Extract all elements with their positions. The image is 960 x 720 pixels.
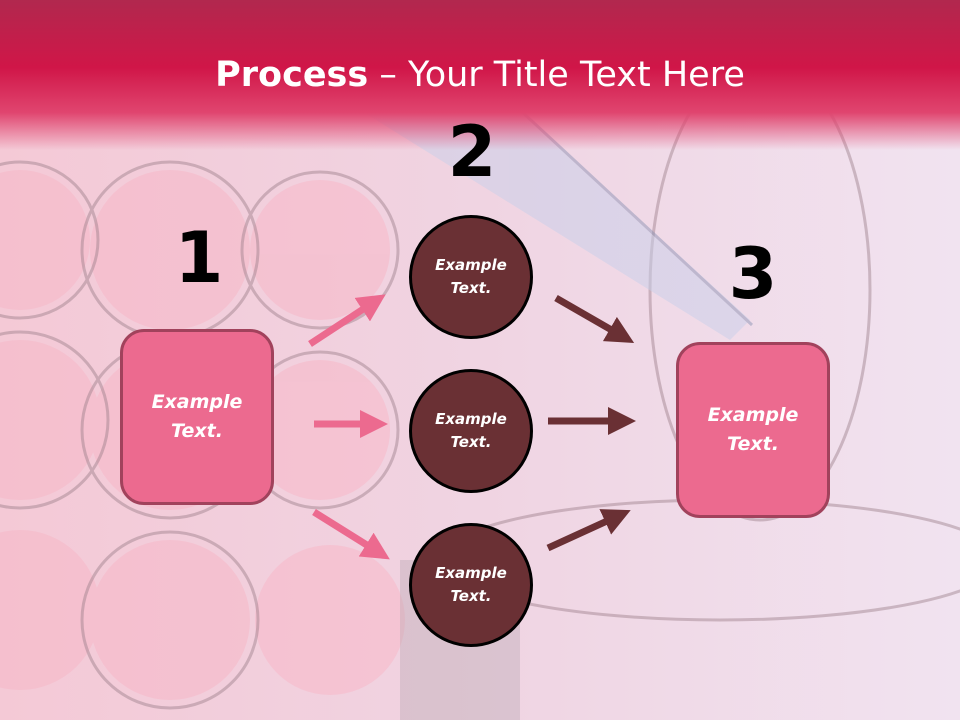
step-1-box: Example Text. (120, 329, 274, 505)
arrow-from-circle-top (554, 294, 635, 343)
arrow-from-circle-bottom (546, 509, 631, 552)
step-number-1: 1 (174, 217, 224, 299)
title-bold: Process (215, 55, 369, 95)
step-number-2: 2 (447, 111, 497, 193)
step-3-box: Example Text. (676, 342, 830, 518)
title-band (0, 0, 960, 150)
circle-bottom: Example Text. (409, 523, 533, 647)
arrow-to-circle-top (308, 294, 386, 347)
slide-title: Process – Your Title Text Here (0, 52, 960, 98)
step-number-3: 3 (728, 233, 778, 315)
title-rest: – Your Title Text Here (368, 55, 745, 95)
circle-top: Example Text. (409, 215, 533, 339)
arrow-to-circle-bottom (312, 509, 390, 560)
circle-middle: Example Text. (409, 369, 533, 493)
